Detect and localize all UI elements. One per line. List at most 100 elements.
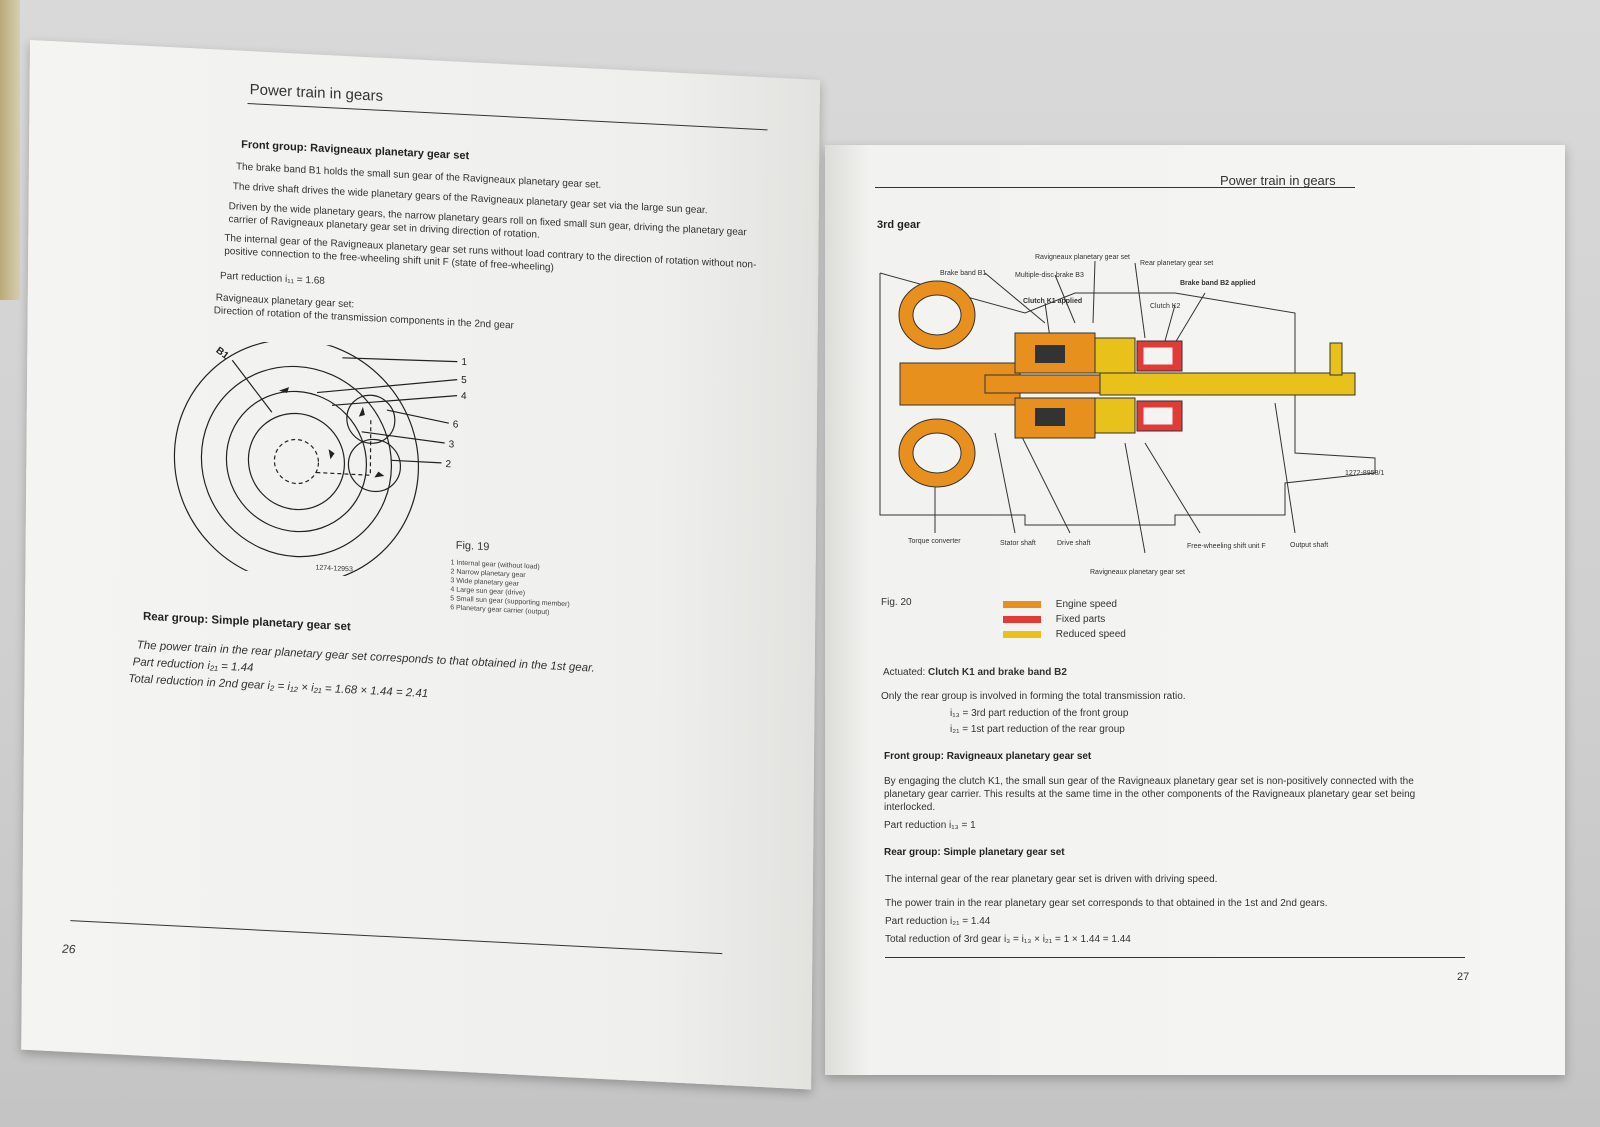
callout-output-shaft: Output shaft bbox=[1290, 542, 1328, 549]
carrier-arm bbox=[316, 419, 372, 476]
callout-leader bbox=[1092, 260, 1096, 324]
key-label: Fixed parts bbox=[1055, 614, 1106, 625]
callout-leader bbox=[1274, 402, 1296, 534]
narrow-planet-circle bbox=[347, 438, 402, 493]
callout-clutch-k2: Clutch K2 bbox=[1150, 303, 1180, 310]
right-rear-reduction: Part reduction i₂₁ = 1.44 bbox=[885, 916, 991, 927]
leader-5 bbox=[316, 379, 458, 394]
callout-leader bbox=[1014, 422, 1071, 534]
transmission-cross-section: Ravigneaux planetary gear set Brake band… bbox=[879, 254, 1384, 576]
callout-leader bbox=[1164, 304, 1176, 342]
callout-leader bbox=[984, 272, 1046, 324]
left-rear-heading: Rear group: Simple planetary gear set bbox=[142, 610, 351, 634]
rotation-arrow-4 bbox=[328, 449, 335, 460]
diagram-code-20: 1272-8958/1 bbox=[1345, 470, 1384, 477]
right-rear-para-1: The internal gear of the rear planetary … bbox=[885, 874, 1218, 885]
b1-label: B1 bbox=[214, 345, 231, 362]
callout-number-6: 6 bbox=[453, 419, 459, 430]
diagram-caption-line2: Direction of rotation of the transmissio… bbox=[213, 305, 514, 332]
callout-torque-converter: Torque converter bbox=[908, 538, 961, 545]
callout-leader bbox=[994, 432, 1016, 534]
involved-line: Only the rear group is involved in formi… bbox=[881, 691, 1186, 702]
right-rear-total: Total reduction of 3rd gear i₃ = i₁₃ × i… bbox=[885, 934, 1131, 945]
callout-clutch-k1: Clutch K1 applied bbox=[1023, 298, 1082, 305]
left-part-reduction: Part reduction i₁₁ = 1.68 bbox=[219, 270, 325, 287]
actuated-prefix: Actuated: bbox=[883, 667, 929, 678]
output-shaft bbox=[1099, 372, 1356, 396]
callout-drive-shaft: Drive shaft bbox=[1057, 540, 1091, 547]
right-section-title: 3rd gear bbox=[877, 219, 921, 231]
right-front-para: By engaging the clutch K1, the small sun… bbox=[884, 776, 1416, 813]
key-row-fixed: Fixed parts bbox=[1003, 614, 1126, 629]
key-label: Engine speed bbox=[1055, 599, 1117, 610]
key-label: Reduced speed bbox=[1055, 629, 1126, 640]
sun-gear-circle bbox=[247, 412, 346, 511]
internal-gear-circle bbox=[173, 338, 420, 583]
left-front-heading: Front group: Ravigneaux planetary gear s… bbox=[241, 138, 470, 163]
reduced-speed-swatch bbox=[1003, 630, 1041, 638]
drive-shaft bbox=[984, 374, 1106, 394]
callout-ravigneaux-bottom: Ravigneaux planetary gear set bbox=[1090, 569, 1185, 576]
left-foot-rule bbox=[70, 920, 723, 955]
fig-19-legend: 1 Internal gear (without load) 2 Narrow … bbox=[450, 558, 570, 618]
leader-1 bbox=[342, 357, 458, 363]
leader-3 bbox=[361, 431, 445, 444]
rotation-arrow-3 bbox=[374, 471, 385, 478]
callout-number-3: 3 bbox=[449, 439, 455, 450]
callout-number-1: 1 bbox=[461, 357, 467, 368]
callout-stator-shaft: Stator shaft bbox=[1000, 540, 1036, 547]
callout-brake-band-b1: Brake band B1 bbox=[940, 270, 986, 277]
callout-leader bbox=[1044, 302, 1051, 339]
callout-freewheel: Free-wheeling shift unit F bbox=[1187, 543, 1266, 550]
key-row-reduced: Reduced speed bbox=[1003, 629, 1126, 644]
callout-number-2: 2 bbox=[445, 459, 451, 470]
clutch-assembly bbox=[1014, 332, 1183, 439]
leader-6 bbox=[386, 409, 449, 424]
callout-leader bbox=[1054, 274, 1076, 324]
output-flange bbox=[1329, 342, 1343, 376]
planetary-gear-diagram: B1 1 5 4 6 3 2 1274-12953 bbox=[173, 338, 467, 583]
right-running-head: Power train in gears bbox=[1220, 173, 1336, 188]
callout-leader bbox=[1174, 292, 1206, 344]
right-page: Power train in gears 3rd gear bbox=[825, 145, 1565, 1075]
i21-line: i₂₁ = 1st part reduction of the rear gro… bbox=[950, 724, 1125, 735]
left-rear-line-3: Total reduction in 2nd gear i₂ = i₁₂ × i… bbox=[128, 673, 429, 701]
callout-brake-band-b2: Brake band B2 applied bbox=[1180, 280, 1255, 287]
housing-outline bbox=[879, 272, 1376, 526]
actuated-line: Actuated: Clutch K1 and brake band B2 bbox=[883, 666, 1067, 679]
callout-leader bbox=[1124, 442, 1146, 554]
b1-band-line bbox=[231, 359, 273, 413]
large-sun-circle bbox=[225, 390, 368, 533]
diagram-code-19: 1274-12953 bbox=[315, 564, 353, 573]
book-edge bbox=[0, 0, 20, 300]
right-front-reduction: Part reduction i₁₃ = 1 bbox=[884, 820, 976, 831]
callout-leader bbox=[1134, 262, 1146, 339]
fixed-parts-swatch bbox=[1003, 615, 1041, 623]
torque-converter bbox=[898, 280, 1021, 488]
callout-rear-planetary: Rear planetary gear set bbox=[1140, 260, 1213, 267]
rotation-arrow-1 bbox=[279, 387, 290, 394]
inner-dashed-circle bbox=[273, 438, 320, 485]
left-page: Power train in gears Front group: Ravign… bbox=[21, 40, 820, 1090]
leader-4 bbox=[331, 395, 458, 406]
right-foot-rule bbox=[885, 957, 1465, 958]
callout-number-5: 5 bbox=[461, 375, 467, 386]
callout-ravigneaux-top: Ravigneaux planetary gear set bbox=[1035, 254, 1130, 261]
color-key: Engine speed Fixed parts Reduced speed bbox=[1003, 599, 1126, 644]
left-page-number: 26 bbox=[62, 941, 76, 957]
actuated-value: Clutch K1 and brake band B2 bbox=[928, 667, 1067, 678]
left-running-head: Power train in gears bbox=[249, 81, 384, 105]
engine-speed-swatch bbox=[1003, 600, 1041, 608]
leader-2 bbox=[391, 459, 442, 464]
callout-multiple-disc-brake: Multiple-disc brake B3 bbox=[1015, 272, 1084, 279]
left-head-rule bbox=[247, 103, 768, 131]
right-rear-para-2: The power train in the rear planetary ge… bbox=[885, 898, 1328, 909]
right-head-rule bbox=[875, 187, 1355, 188]
key-row-engine: Engine speed bbox=[1003, 599, 1126, 614]
rotation-arrow-2 bbox=[358, 406, 365, 417]
right-page-number: 27 bbox=[1457, 971, 1470, 983]
callout-leader bbox=[1144, 442, 1201, 534]
i13-line: i₁₃ = 3rd part reduction of the front gr… bbox=[950, 708, 1129, 719]
right-front-heading: Front group: Ravigneaux planetary gear s… bbox=[884, 751, 1092, 762]
fig-19-label: Fig. 19 bbox=[455, 539, 490, 554]
